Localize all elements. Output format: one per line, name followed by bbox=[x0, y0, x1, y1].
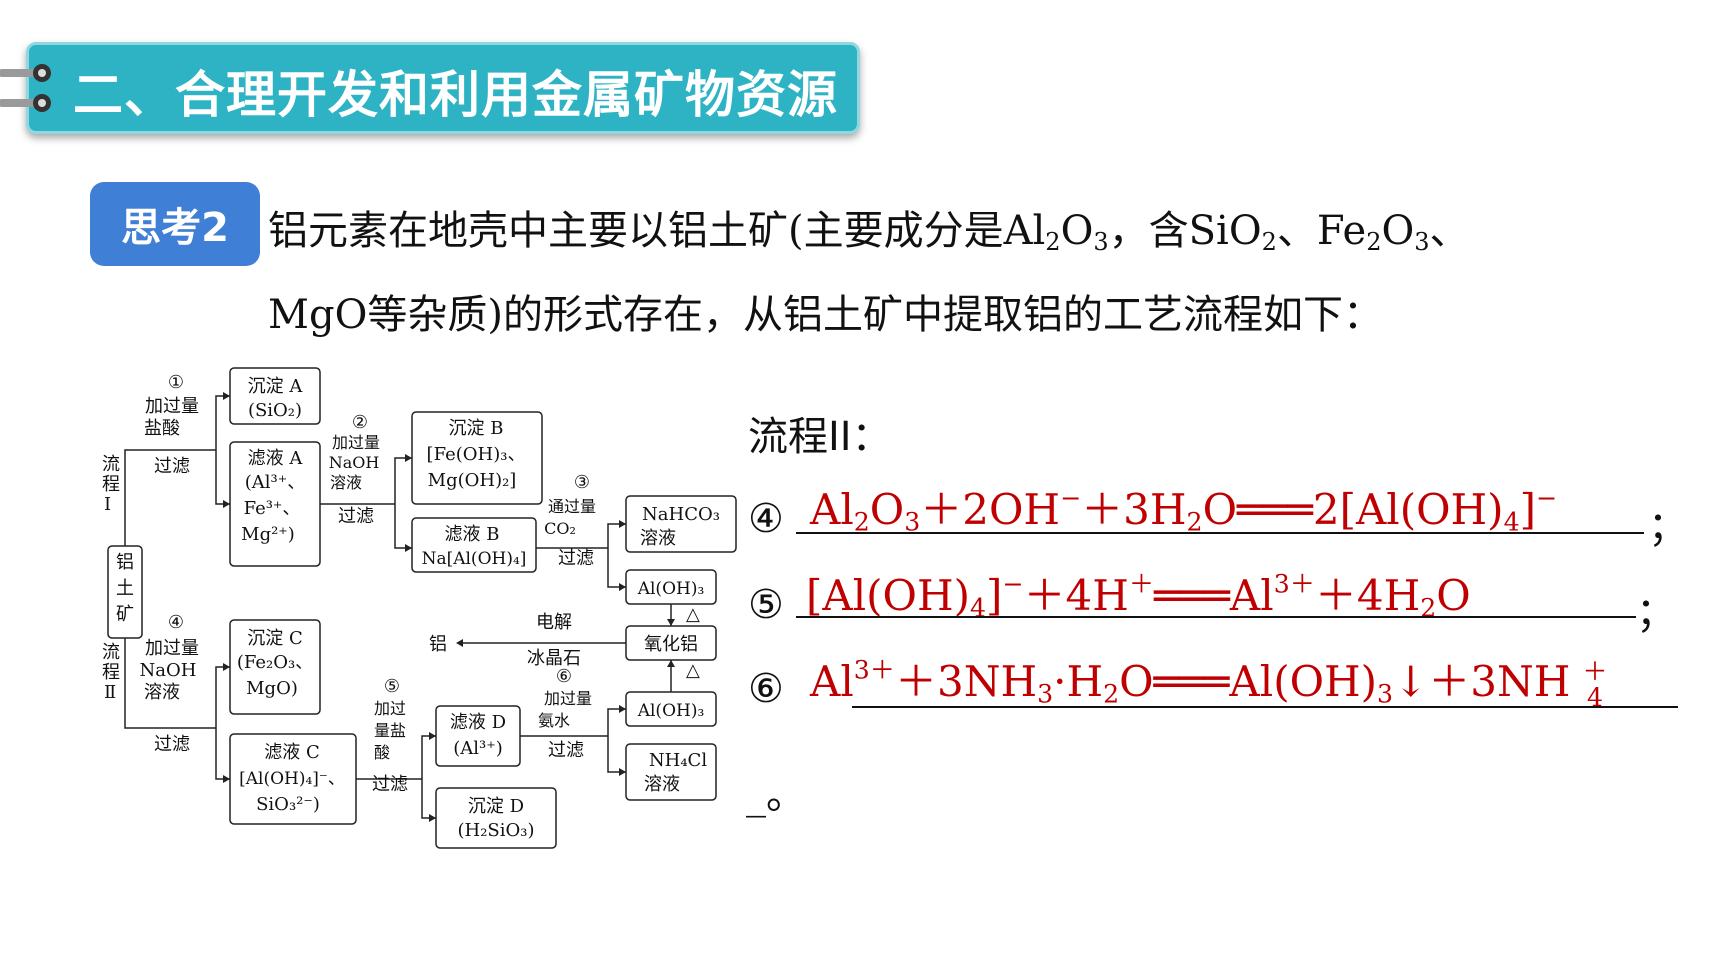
answer-4-semicolon: ； bbox=[1648, 504, 1688, 550]
precipitate-c-formula-1: (Fe₂O₃、 bbox=[237, 652, 313, 673]
filtrate-a-ion-3: Mg²⁺) bbox=[241, 524, 295, 545]
step6-reagent-b: 氨水 bbox=[538, 711, 570, 730]
cryolite-label: 冰晶石 bbox=[527, 648, 581, 669]
binder-ring-icon bbox=[0, 94, 51, 112]
heat-symbol-top: △ bbox=[686, 604, 700, 625]
step6-number: ⑥ bbox=[556, 666, 572, 687]
answer-5-blank-line bbox=[796, 616, 1636, 618]
step2-number: ② bbox=[352, 412, 368, 433]
step4-reagent-b: NaOH bbox=[140, 660, 197, 681]
step6-operation: 过滤 bbox=[548, 740, 584, 761]
filtrate-b-label: 滤液 B bbox=[445, 524, 500, 545]
step2-reagent-b: NaOH bbox=[329, 453, 380, 472]
answer-4-blank-line bbox=[796, 532, 1644, 534]
step2-reagent-c: 溶液 bbox=[330, 473, 362, 492]
nahco3-solution: 溶液 bbox=[640, 528, 676, 549]
precipitate-c-formula-2: MgO) bbox=[246, 678, 298, 699]
step2-operation: 过滤 bbox=[338, 506, 374, 527]
aloh3-product-top: Al(OH)₃ bbox=[637, 579, 705, 599]
step1-number: ① bbox=[168, 372, 184, 393]
nh4cl-solution: 溶液 bbox=[644, 774, 680, 795]
filtrate-a-ion-2: Fe³⁺、 bbox=[244, 498, 301, 519]
filtrate-a-ion-1: (Al³⁺、 bbox=[245, 472, 306, 493]
filtrate-c-ion-2: SiO₃²⁻) bbox=[256, 794, 320, 815]
step5-operation: 过滤 bbox=[372, 774, 408, 795]
step1-reagent-b: 盐酸 bbox=[144, 418, 180, 439]
step4-reagent-c: 溶液 bbox=[144, 682, 180, 703]
precipitate-b-formula-2: Mg(OH)₂] bbox=[428, 470, 517, 491]
step3-reagent-a: 通过量 bbox=[548, 497, 596, 516]
step3-number: ③ bbox=[574, 472, 590, 493]
aluminum-product: 铝 bbox=[429, 634, 447, 655]
step4-number: ④ bbox=[168, 612, 184, 633]
step1-operation: 过滤 bbox=[154, 456, 190, 477]
process2-heading: 流程II： bbox=[748, 414, 892, 460]
precipitate-d-label: 沉淀 D bbox=[468, 796, 524, 817]
step1-reagent-a: 加过量 bbox=[145, 396, 199, 417]
step6-reagent-a: 加过量 bbox=[544, 689, 592, 708]
filtrate-c-ion-1: [Al(OH)₄]⁻、 bbox=[239, 769, 345, 789]
step5-reagent-a: 加过 bbox=[374, 699, 406, 718]
nahco3-formula: NaHCO₃ bbox=[642, 504, 720, 525]
aloh3-product-bottom: Al(OH)₃ bbox=[637, 701, 705, 721]
question-badge: 思考2 bbox=[90, 182, 260, 266]
answer-5-marker: ⑤ bbox=[748, 582, 784, 628]
step2-reagent-a: 加过量 bbox=[332, 433, 380, 452]
answer-5-semicolon: ； bbox=[1636, 590, 1676, 636]
question-line-1: 铝元素在地壳中主要以铝土矿(主要成分是Al2O3，含SiO2、Fe2O3、 bbox=[268, 208, 1470, 256]
step5-reagent-c: 酸 bbox=[374, 743, 390, 762]
question-line-2: MgO等杂质)的形式存在，从铝土矿中提取铝的工艺流程如下： bbox=[268, 292, 1383, 338]
filtrate-a-label: 滤液 A bbox=[248, 448, 304, 469]
step4-operation: 过滤 bbox=[154, 734, 190, 755]
step3-reagent-b: CO₂ bbox=[544, 519, 576, 538]
precipitate-b-label: 沉淀 B bbox=[449, 418, 504, 439]
section-header-banner: 二、合理开发和利用金属矿物资源 bbox=[26, 42, 860, 134]
step5-reagent-b: 量盐 bbox=[374, 721, 406, 740]
alumina-label: 氧化铝 bbox=[644, 634, 698, 655]
answer-6-ending: _。 bbox=[746, 772, 806, 818]
precipitate-a-label: 沉淀 A bbox=[248, 376, 304, 397]
step4-reagent-a: 加过量 bbox=[145, 638, 199, 659]
answer-6-marker: ⑥ bbox=[748, 666, 784, 712]
answer-6-equation: Al3＋＋3NH3·H2O═══Al(OH)3↓＋3NH＋4 bbox=[810, 655, 1608, 712]
filtrate-b-formula: Na[Al(OH)₄] bbox=[422, 549, 527, 569]
answer-5-equation: [Al(OH)4]−＋4H＋═══Al3＋＋4H2O bbox=[806, 569, 1471, 623]
electrolysis-label: 电解 bbox=[536, 612, 572, 633]
answer-4-equation: Al2O3＋2OH−＋3H2O═══2[Al(OH)4]− bbox=[810, 483, 1558, 537]
filtrate-c-label: 滤液 C bbox=[264, 742, 320, 763]
precipitate-c-label: 沉淀 C bbox=[247, 628, 303, 649]
nh4cl-formula: NH₄Cl bbox=[649, 750, 707, 771]
source-label: 铝土矿 bbox=[116, 552, 134, 625]
step3-operation: 过滤 bbox=[558, 548, 594, 569]
precipitate-b-formula-1: [Fe(OH)₃、 bbox=[427, 444, 526, 465]
precipitate-d-formula: (H₂SiO₃) bbox=[457, 820, 534, 841]
heat-symbol-bottom: △ bbox=[686, 660, 700, 681]
filtrate-d-ion: (Al³⁺) bbox=[453, 738, 503, 759]
precipitate-a-formula: (SiO₂) bbox=[248, 400, 302, 421]
binder-ring-icon bbox=[0, 64, 51, 82]
filtrate-d-label: 滤液 D bbox=[450, 712, 506, 733]
answer-6-blank-line bbox=[852, 706, 1678, 708]
answer-4-marker: ④ bbox=[748, 496, 784, 542]
section-title: 二、合理开发和利用金属矿物资源 bbox=[73, 66, 838, 124]
step5-number: ⑤ bbox=[384, 676, 400, 697]
